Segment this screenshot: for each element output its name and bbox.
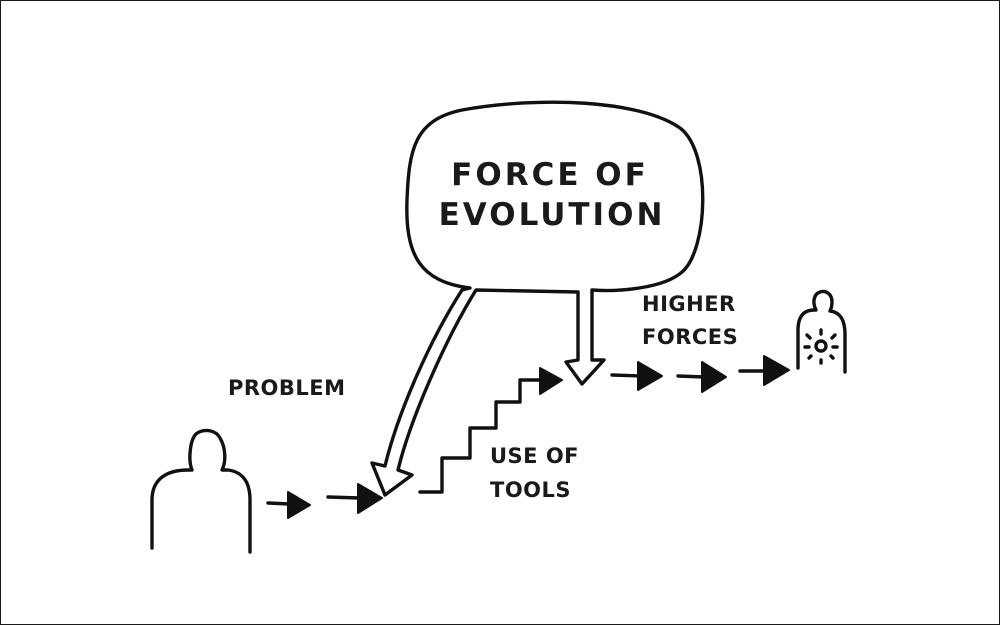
cloud-title-line-1: FORCE OF	[451, 157, 649, 193]
stairs-steps	[418, 367, 563, 494]
right-arrow-icon	[610, 361, 663, 391]
use-of-tools-label-line-2: TOOLS	[490, 478, 571, 502]
enlightened-person-icon	[796, 289, 847, 374]
right-arrow-icon	[676, 361, 727, 393]
problem-label: PROBLEM	[228, 376, 346, 400]
higher-forces-label-line-2: FORCES	[642, 325, 738, 349]
person-silhouette-icon	[150, 428, 252, 554]
force-of-evolution-cloud: FORCE OF EVOLUTION	[370, 100, 705, 497]
higher-forces-label-line-1: HIGHER	[642, 292, 736, 316]
cloud-title-line-2: EVOLUTION	[439, 197, 666, 233]
right-arrow-icon	[326, 483, 383, 514]
use-of-tools-label-line-1: USE OF	[490, 444, 579, 468]
right-arrow-icon	[266, 491, 311, 519]
right-arrow-icon	[738, 355, 790, 386]
